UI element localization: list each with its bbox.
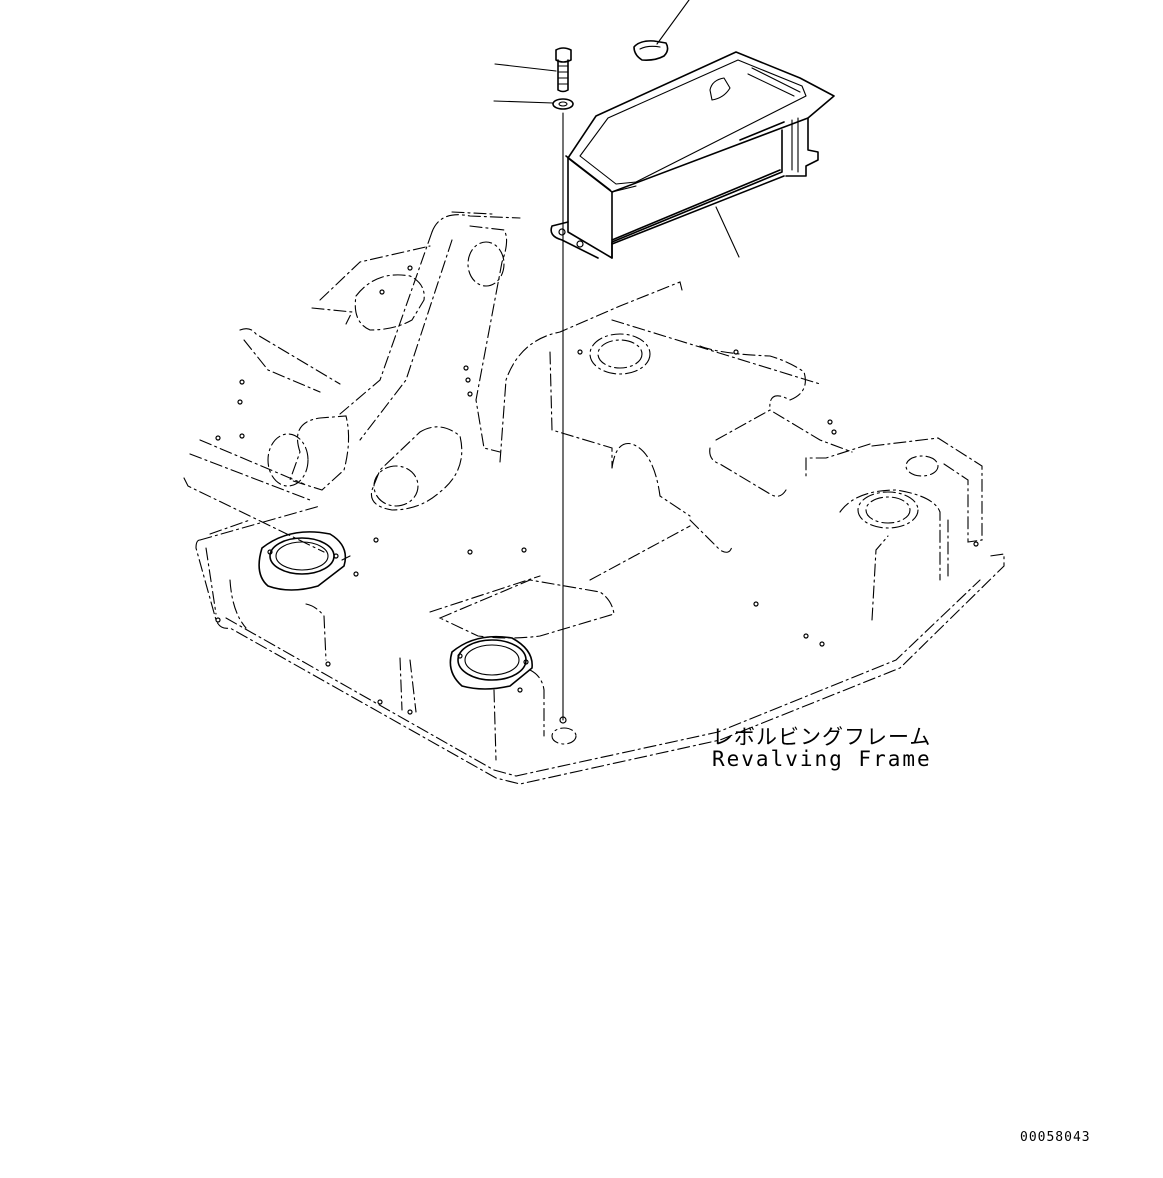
pad-left <box>258 531 347 591</box>
cover-clip-part <box>633 40 669 61</box>
bolt-part <box>555 47 572 93</box>
part-label-english: Revalving Frame <box>712 747 932 771</box>
leader-line-bolt <box>494 63 557 72</box>
box-cover-part <box>550 51 835 259</box>
leader-lines <box>493 0 740 724</box>
pad-bottom-hole <box>551 727 577 745</box>
frame-mounting-pads <box>258 333 939 745</box>
leader-line-washer <box>493 100 554 104</box>
leader-line-cover <box>656 0 690 45</box>
part-label-japanese: レボルビングフレーム <box>712 725 932 749</box>
drawing-number: 00058043 <box>1020 1130 1091 1145</box>
mounting-point <box>559 716 567 724</box>
pad-front <box>449 635 533 690</box>
pad-rear-center <box>589 333 651 375</box>
leader-line-box <box>715 206 740 258</box>
revolving-frame <box>183 211 1005 785</box>
pad-right <box>857 455 939 529</box>
frame-bolt-holes <box>215 265 979 715</box>
washer-part <box>552 98 574 110</box>
